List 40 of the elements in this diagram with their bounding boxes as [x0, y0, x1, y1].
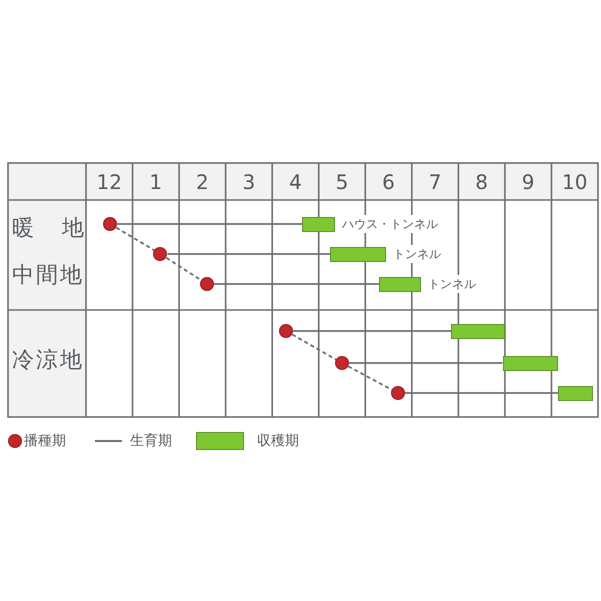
- sowing-dot: [153, 247, 168, 261]
- month-label: 10: [560, 169, 588, 195]
- region-label: 暖地: [12, 215, 84, 243]
- harvest-bar: [502, 356, 558, 370]
- growth-line: [214, 283, 380, 285]
- month-label: 2: [194, 169, 210, 195]
- legend-label: 生育期: [130, 432, 172, 451]
- dashed-line: [292, 334, 336, 360]
- month-label: 9: [520, 169, 536, 195]
- legend-label: 播種期: [24, 432, 66, 451]
- sowing-dot: [279, 324, 294, 338]
- growth-line: [167, 253, 330, 255]
- harvest-bar: [302, 216, 335, 232]
- month-label: 4: [288, 169, 303, 195]
- dashed-line: [116, 226, 155, 252]
- harvest-bar: [558, 386, 594, 400]
- growth-line: [293, 330, 452, 332]
- month-label: 6: [381, 169, 396, 195]
- month-label: 5: [334, 169, 350, 195]
- month-label: 3: [242, 169, 256, 195]
- harvest-bar: [330, 246, 386, 262]
- sowing-dot: [390, 386, 405, 400]
- month-label: 7: [428, 169, 442, 195]
- region-label: 中間地: [12, 262, 84, 290]
- harvest-bar: [379, 276, 422, 292]
- sowing-dot: [103, 217, 118, 231]
- legend-label: 収穫期: [257, 432, 299, 451]
- growth-line: [404, 392, 558, 394]
- sowing-dot: [200, 277, 214, 291]
- region-label: 冷涼地: [12, 347, 84, 375]
- harvest-bar: [451, 324, 505, 338]
- month-label: 12: [96, 169, 123, 195]
- growth-line: [349, 362, 503, 364]
- month-label: 1: [148, 169, 164, 195]
- dashed-line: [348, 366, 392, 390]
- bar-note: ハウス・トンネル: [341, 215, 440, 233]
- dashed-line: [166, 257, 202, 281]
- growth-line: [117, 223, 302, 225]
- sowing-dot: [335, 356, 349, 370]
- month-label: 8: [474, 169, 489, 195]
